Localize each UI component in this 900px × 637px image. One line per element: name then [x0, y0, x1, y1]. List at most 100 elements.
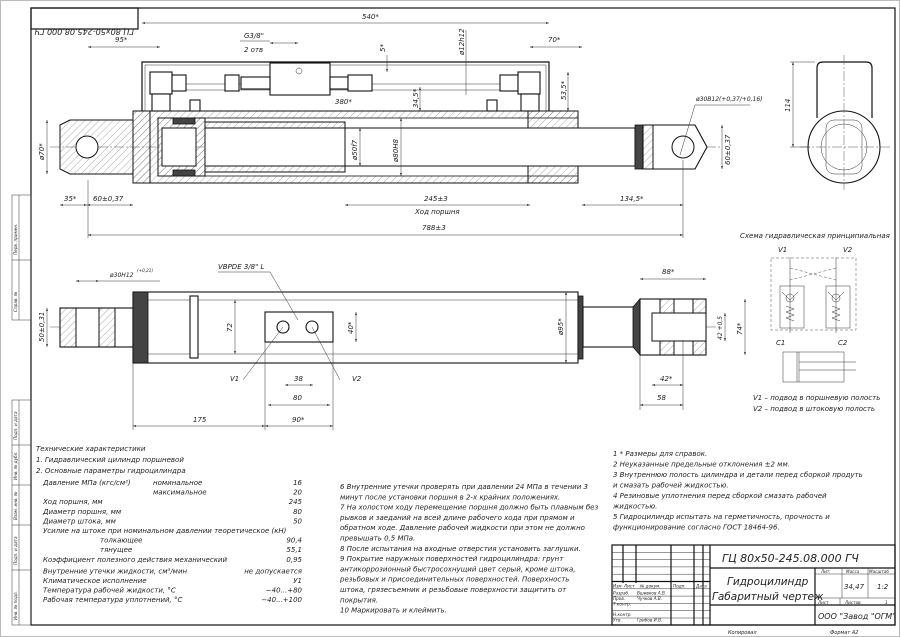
dim-60-left: 60±0,37 [93, 195, 124, 203]
note-line: 8 После испытания на входные отверстия у… [340, 545, 581, 553]
tech-row-value: 0,95 [286, 556, 302, 564]
signer-name: Чучков А.В. [637, 596, 662, 601]
tech-row-label: Температура рабочей жидкости, °С [43, 587, 176, 595]
dim-74: 74* [736, 322, 744, 335]
tech-line1: 1. Гидравлический цилиндр поршневой [36, 456, 184, 464]
sheets-label: Листов [844, 600, 861, 605]
side-stamp-label: Инв. № подл. [13, 591, 18, 620]
note-line: 9 Покрытие наружных поверхностей гидроци… [340, 555, 564, 563]
side-stamp-label: Подп. и дата [13, 411, 18, 440]
tech-line2: 2. Основные параметры гидроцилиндра [36, 467, 186, 475]
cylinder-top-view: ø30Н12 (+0,21) VBPDE 3/8" L 50±0,31 72 4… [38, 263, 746, 430]
signer-name: Грибов И.В. [637, 618, 662, 623]
cylinder-section-view: 114 540* 95* G3/8" 2 отв 5* ø12h12 70* 5… [38, 13, 890, 238]
notes-right: 1 * Размеры для справок. 2 Неуказанные пр… [612, 450, 863, 532]
dim-38: 38 [294, 375, 303, 383]
dim-70-right: 70* [548, 36, 561, 44]
note-line: минут после установки поршня в 2-х крайн… [340, 493, 560, 501]
drawing-designation: ГЦ 80х50-245.08.000 ГЧ [722, 552, 859, 565]
tube-outline [132, 291, 579, 364]
tech-row-sublabel: максимальное [153, 489, 207, 497]
note-line: рывков и заеданий на всей длине рабочего… [339, 514, 575, 522]
dim-dia-30b12: ø30В12(+0,37/+0,16) [695, 96, 763, 103]
rod-top [582, 306, 636, 348]
dimensions-bottom: ø30Н12 (+0,21) VBPDE 3/8" L 50±0,31 72 4… [38, 263, 746, 430]
tech-row-label: Диаметр штока, мм [42, 517, 117, 525]
tech-row-label: Рабочая температура уплотнений, °С [43, 596, 182, 604]
note-line: 7 На холостом ходу перемещение поршня до… [340, 504, 598, 512]
tech-row-label: Ход поршня, мм [42, 498, 103, 506]
tech-title: Технические характеристики [36, 445, 146, 453]
scheme-v2: V2 [843, 246, 853, 254]
valve-label: VBPDE 3/8" L [218, 263, 265, 271]
dim-540: 540* [362, 13, 379, 21]
tech-row-value: −40...+100 [261, 596, 302, 604]
side-stamp-label: Взам. инв. № [13, 491, 18, 520]
dim-dia-80h8: ø80H8 [392, 139, 400, 163]
tech-row-value: У1 [293, 577, 302, 585]
note-line: штока, грязесъемник и резьбовые поверхно… [340, 586, 567, 594]
notes-middle: 6 Внутренние утечки проверять при давлен… [339, 483, 598, 615]
signer-role: Утв. [613, 618, 622, 623]
tech-row-value: 55,1 [286, 546, 302, 554]
note-line: функционирование согласно ГОСТ 18464-96. [613, 524, 780, 532]
title-block-header: Лист [623, 584, 635, 589]
dim-58: 58 [657, 394, 666, 402]
hydraulic-scheme: Схема гидравлическая принципиальная V1 V… [740, 232, 890, 413]
note-line: антикоррозионный быстросохнущий цвет сер… [340, 565, 576, 573]
side-stamp-label: Перв. примен. [13, 224, 18, 255]
scheme-v1: V1 [778, 246, 787, 254]
tech-row-label: Диаметр поршня, мм [42, 508, 122, 516]
sheet-label: Лист [817, 600, 829, 605]
dim-245: 245±3 [424, 195, 448, 203]
technical-characteristics: Технические характеристики 1. Гидравличе… [36, 445, 303, 604]
mass-value: 34,47 [844, 583, 865, 591]
dim-12: ø12h12 [458, 28, 466, 56]
signer-role: Пров. [613, 596, 625, 601]
dim-34-5: 34,5* [412, 88, 420, 108]
tech-row-label: Климатическое исполнение [43, 577, 147, 585]
tech-row-sublabel: номинальное [153, 479, 202, 487]
side-stamp-label: Инв. № дубл. [13, 451, 18, 480]
dim-42-tol: 42 +0,5 [717, 316, 724, 340]
dim-788: 788±3 [422, 224, 446, 232]
side-stamp-label: Подп. и дата [13, 536, 18, 565]
title-block-header: Изм [613, 584, 622, 589]
tech-row-value: 20 [293, 489, 302, 497]
company-name: ООО "Завод "ОГМ" [818, 612, 896, 621]
tech-row-label: Коэффициент полезного действия механичес… [43, 556, 227, 564]
note-line: 1 * Размеры для справок. [613, 450, 707, 458]
note-line: превышать 0,5 МПа. [340, 535, 415, 543]
dim-dia-95: ø95* [557, 318, 565, 336]
rod [344, 127, 636, 167]
dim-95: 95* [115, 36, 128, 44]
dim-134-5: 134,5* [620, 195, 644, 203]
label-v1: V1 [230, 375, 239, 383]
dim-114: 114 [784, 99, 792, 112]
note-line: 2 Неуказанные предельные отклонения ±2 м… [613, 461, 790, 469]
scheme-cylinder [782, 351, 845, 383]
label-v2: V2 [352, 375, 362, 383]
dim-175: 175 [193, 416, 207, 424]
note-line: резьбовых и присоединительных поверхност… [339, 576, 569, 584]
dim-53-5: 53,5* [560, 80, 568, 100]
dim-30h12-tolerance: (+0,21) [137, 268, 153, 273]
tech-row-sublabel: толкающее [100, 537, 142, 545]
tech-row-value: 50 [293, 517, 302, 525]
fitting-right [517, 71, 541, 95]
tech-row-value: 245 [289, 498, 303, 506]
dim-90: 90* [292, 416, 305, 424]
note-line: 4 Резиновые уплотнения перед сборкой сма… [613, 492, 827, 500]
scheme-legend-v2: V2 – подвод в штоковую полость [753, 405, 875, 413]
scale-value: 1:2 [877, 583, 889, 591]
title-block-header: Дата [695, 584, 707, 589]
dim-380: 380* [335, 98, 352, 106]
drawing-subtitle: Габаритный чертеж [712, 591, 824, 603]
tech-row-label: Внутренние утечки жидкости, см³/мин [43, 567, 188, 575]
dim-60-right: 60±0,37 [724, 134, 732, 165]
dim-42: 42* [660, 375, 673, 383]
signer-role: Н.контр. [613, 612, 632, 617]
tech-row-value: 90,4 [286, 537, 302, 545]
dim-72: 72 [226, 323, 234, 332]
